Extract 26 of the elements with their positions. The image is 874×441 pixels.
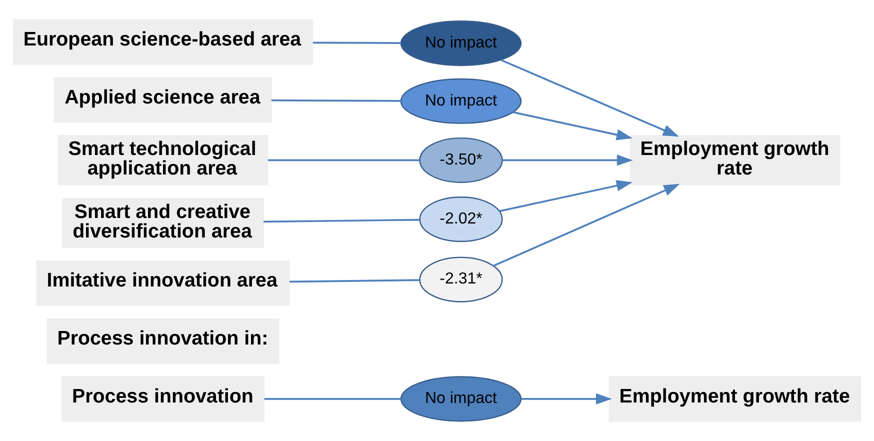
connector	[268, 159, 420, 162]
node-ellipse: No impact	[400, 20, 522, 66]
node-ellipse: -2.02*	[419, 196, 503, 242]
arrow	[494, 184, 680, 266]
connector	[312, 42, 402, 44]
connector	[271, 99, 402, 102]
node-ellipse: -2.31*	[419, 256, 503, 302]
arrow	[502, 154, 633, 166]
connector	[290, 279, 420, 283]
node-box: Applied science area	[54, 77, 272, 123]
node-ellipse: No impact	[400, 78, 522, 124]
node-box: Employment growth rate	[630, 134, 840, 186]
node-ellipse: No impact	[400, 376, 522, 422]
arrow	[521, 393, 612, 405]
connector	[264, 398, 401, 400]
node-box: Smart and creative diversification area	[62, 198, 264, 248]
node-ellipse: -3.50*	[419, 137, 503, 183]
node-box: European science-based area	[12, 19, 314, 65]
arrow	[499, 180, 632, 212]
connector	[263, 218, 420, 223]
node-box: Smart technological application area	[58, 134, 268, 186]
arrow	[500, 59, 679, 137]
node-box: Imitative innovation area	[36, 260, 290, 306]
node-box: Employment growth rate	[608, 376, 862, 422]
arrow	[512, 111, 633, 140]
node-box: Process innovation	[62, 376, 265, 422]
